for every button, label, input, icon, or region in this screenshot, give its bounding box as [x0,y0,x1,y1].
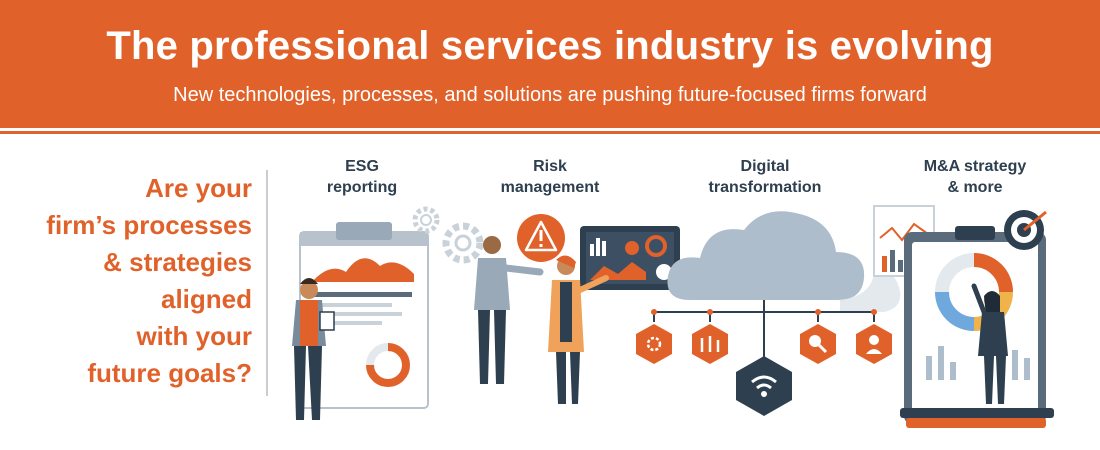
books [900,408,1054,428]
question-line: & strategies [103,247,252,277]
question-line: future goals? [87,358,252,388]
vertical-divider [266,170,268,396]
clipboard-icon [299,222,429,409]
question-text: Are your firm’s processes & strategies a… [12,170,252,392]
page-title: The professional services industry is ev… [106,24,994,68]
topic-risk-management: Risk management [500,158,600,196]
header-divider [0,131,1100,134]
topic-ma-strategy: M&A strategy & more [923,158,1027,196]
question-line: with your [136,321,252,351]
page-subtitle: New technologies, processes, and solutio… [173,84,927,106]
network-nodes [651,309,877,315]
wifi-icon [736,356,792,416]
tablet-device [904,226,1046,424]
topic-esg-reporting: ESG reporting [326,158,398,196]
question-line: firm’s processes [46,210,252,240]
question-line: Are your [145,173,252,203]
hexagon-icon [636,324,892,364]
gear-icon [412,206,484,264]
target-icon [1004,210,1047,250]
warning-icon [517,214,565,262]
topic-digital-transformation: Digital transformation [708,158,822,196]
person-figure [292,278,335,420]
cloud-icon [667,211,901,312]
header-banner [0,0,1100,128]
question-line: aligned [160,284,252,314]
person-figure [971,283,1008,404]
person-figure [548,255,609,404]
chart-icon [580,226,680,290]
person-figure [474,236,544,384]
